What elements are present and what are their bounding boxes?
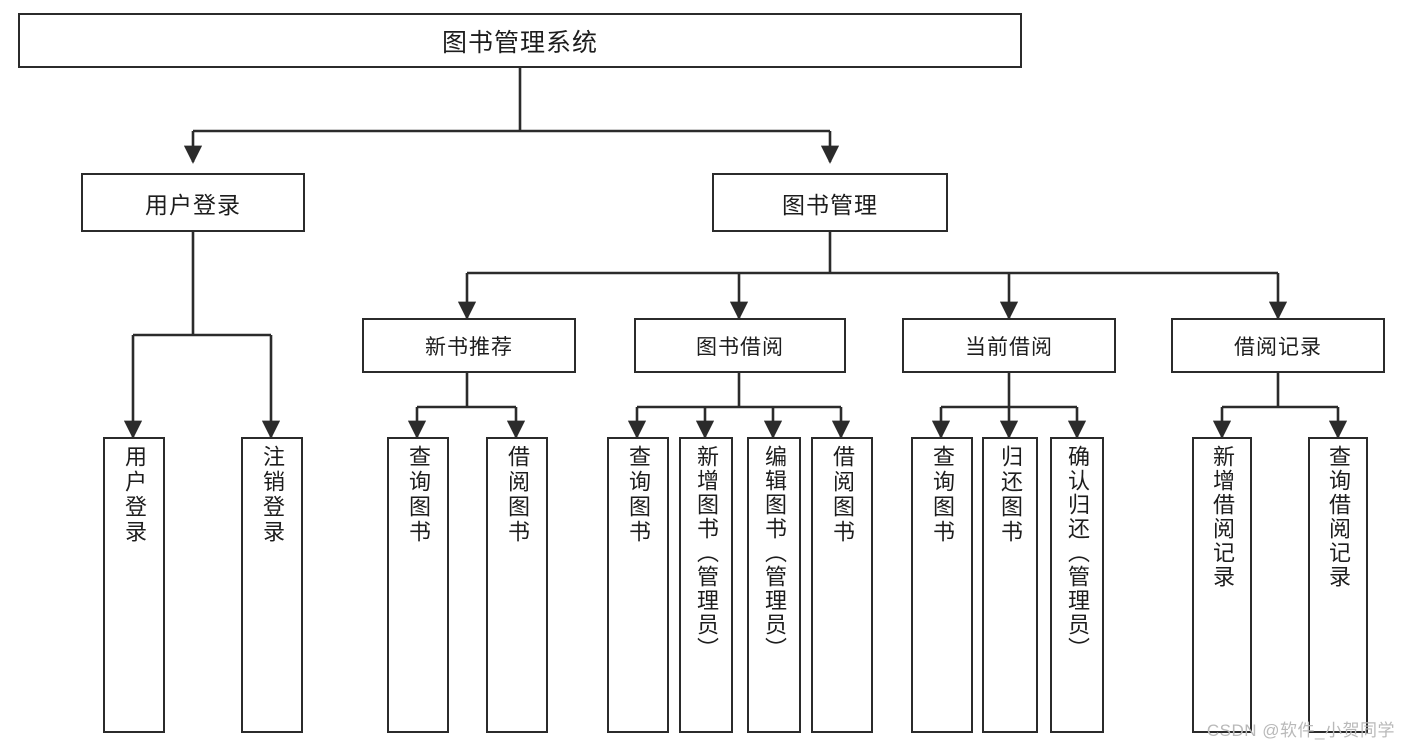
node-book-borrow[interactable]: 图书借阅 <box>634 318 846 373</box>
node-root[interactable]: 图书管理系统 <box>18 13 1022 68</box>
leaf-confirm-return[interactable]: 确认归还（管理员） <box>1050 437 1104 733</box>
leaf-borrow-book-1-label: 借阅图书 <box>504 445 530 545</box>
leaf-query-book-2-label: 查询图书 <box>625 445 651 545</box>
node-borrow-record-label: 借阅记录 <box>1234 335 1322 359</box>
node-current-borrow-label: 当前借阅 <box>965 335 1053 359</box>
leaf-edit-book[interactable]: 编辑图书（管理员） <box>747 437 801 733</box>
leaf-query-book-1[interactable]: 查询图书 <box>387 437 449 733</box>
leaf-borrow-book-1[interactable]: 借阅图书 <box>486 437 548 733</box>
node-root-label: 图书管理系统 <box>441 28 598 57</box>
node-new-book-recommend-label: 新书推荐 <box>425 335 513 359</box>
watermark: CSDN @软件_小贺同学 <box>1206 721 1395 740</box>
leaf-add-record-label: 新增借阅记录 <box>1209 445 1235 589</box>
leaf-add-book[interactable]: 新增图书（管理员） <box>679 437 733 733</box>
node-new-book-recommend[interactable]: 新书推荐 <box>362 318 576 373</box>
node-current-borrow[interactable]: 当前借阅 <box>902 318 1116 373</box>
node-borrow-record[interactable]: 借阅记录 <box>1171 318 1385 373</box>
leaf-add-record[interactable]: 新增借阅记录 <box>1192 437 1252 733</box>
leaf-query-book-1-label: 查询图书 <box>405 445 431 545</box>
leaf-user-login-label: 用户登录 <box>121 445 147 545</box>
leaf-user-login[interactable]: 用户登录 <box>103 437 165 733</box>
leaf-add-book-label: 新增图书（管理员） <box>693 445 719 661</box>
leaf-query-book-3-label: 查询图书 <box>929 445 955 545</box>
node-book-manage[interactable]: 图书管理 <box>712 173 948 232</box>
node-user-login[interactable]: 用户登录 <box>81 173 305 232</box>
node-user-login-label: 用户登录 <box>145 191 241 218</box>
leaf-return-book[interactable]: 归还图书 <box>982 437 1038 733</box>
node-book-borrow-label: 图书借阅 <box>696 335 784 359</box>
leaf-logout-label: 注销登录 <box>259 445 285 545</box>
leaf-confirm-return-label: 确认归还（管理员） <box>1064 445 1090 661</box>
leaf-query-book-3[interactable]: 查询图书 <box>911 437 973 733</box>
leaf-edit-book-label: 编辑图书（管理员） <box>761 445 787 661</box>
leaf-query-book-2[interactable]: 查询图书 <box>607 437 669 733</box>
leaf-logout[interactable]: 注销登录 <box>241 437 303 733</box>
leaf-borrow-book-2-label: 借阅图书 <box>829 445 855 545</box>
node-book-manage-label: 图书管理 <box>782 191 878 218</box>
leaf-return-book-label: 归还图书 <box>997 445 1023 545</box>
leaf-borrow-book-2[interactable]: 借阅图书 <box>811 437 873 733</box>
leaf-query-record-label: 查询借阅记录 <box>1325 445 1351 589</box>
leaf-query-record[interactable]: 查询借阅记录 <box>1308 437 1368 733</box>
